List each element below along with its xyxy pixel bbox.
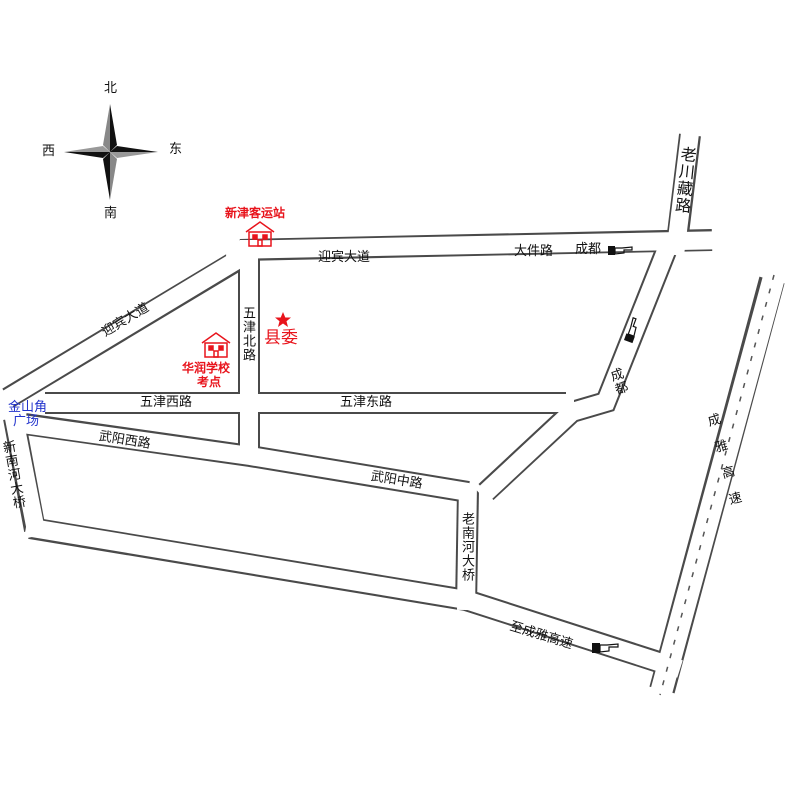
school-label-line1: 华润学校 [182,361,231,375]
county-committee-label: 县委 [264,328,298,348]
pointing-hand-highway-icon [592,643,619,653]
road-label-wujin-east: 五津东路 [340,395,393,410]
school-house-icon [201,332,231,358]
pointing-hand-east-icon [608,246,633,255]
bus-station-house-icon [245,221,275,247]
bus-station-label: 新津客运站 [225,206,286,220]
compass-west: 西 [42,144,56,159]
plaza-label-line1: 金山角 [8,400,48,415]
road-label-dajian: 大件路 [514,244,554,259]
highway-center-dash [659,274,775,696]
road-label-yingbin-north: 迎宾大道 [318,250,371,265]
compass-east: 东 [169,142,183,157]
road-label-chengdu-east: 成都 [575,242,602,257]
plaza-label-line2: 广场 [13,414,40,429]
pointing-hand-north-icon [624,316,637,344]
road-label-laonanhe: 老南河大桥 [459,512,474,582]
road-label-wujin-west: 五津西路 [140,395,193,410]
compass-south: 南 [104,206,118,221]
compass-rose-icon [64,104,158,200]
compass-north: 北 [104,81,118,96]
star-icon [275,312,291,327]
school-label-line2: 考点 [197,375,222,389]
road-label-wujin-north: 五津北路 [240,306,255,362]
